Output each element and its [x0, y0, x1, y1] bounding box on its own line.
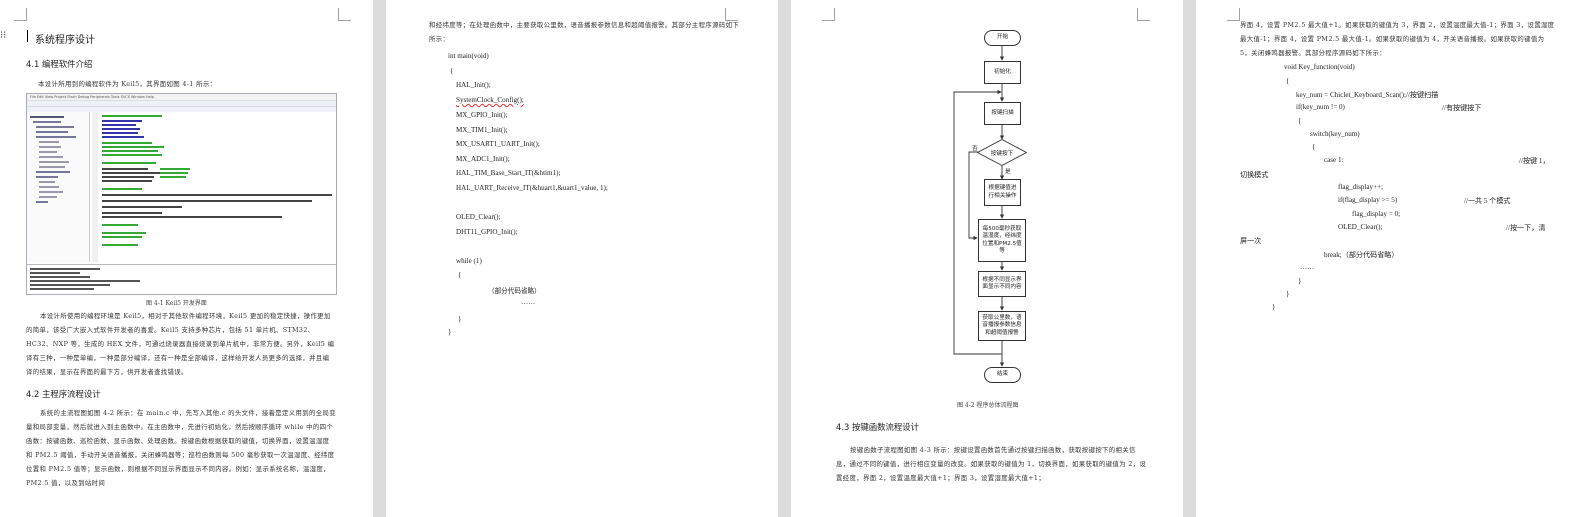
flow-display: 根据不同显示界面显示不同内容 — [978, 271, 1026, 297]
code-line: SystemClock_Config(); — [456, 96, 524, 104]
code-line: HAL_UART_Receive_IT(&huart1,&uart1_value… — [456, 184, 608, 192]
page-gap — [778, 0, 791, 517]
code-line: flag_display = 0; — [1352, 210, 1401, 218]
code-line: MX_TIM1_Init(); — [456, 126, 508, 134]
crop-mark — [1137, 8, 1150, 21]
code-line: …… — [1300, 263, 1315, 271]
figure-4-1-caption: 图 4-1 Keil5 开发界面 — [146, 300, 207, 307]
code-line: key_num = Chiclet_Keyboard_Scan();//按键扫描 — [1296, 91, 1439, 99]
flow-decision-label: 按键按下 — [990, 151, 1014, 157]
keil-project-tree — [27, 112, 90, 262]
flow-get-data: 每500毫秒获取温湿度，经纬度位置和PM2.5值等 — [978, 219, 1026, 262]
code-line: while (1) — [456, 257, 482, 265]
paragraph-keil5: 本设计所使用的编程环境是 Keil5，相对于其他软件编程环境，Keil5 更加的… — [26, 312, 335, 376]
crop-mark — [338, 8, 351, 21]
crop-mark — [822, 8, 835, 21]
code-line: } — [1286, 290, 1290, 298]
code-line: DHT11_GPIO_Init(); — [456, 228, 518, 236]
keil-build-output — [27, 264, 336, 294]
figure-4-2-caption: 图 4-2 程序总体流程图 — [957, 402, 1019, 409]
code-comment: //按一下，清 — [1506, 224, 1546, 232]
flow-no-label: 否 — [972, 146, 978, 152]
code-line: { — [1312, 143, 1316, 151]
code-line: { — [1286, 77, 1290, 85]
keil-menu-bar: File Edit View Project Flash Debug Perip… — [27, 94, 336, 101]
code-comment: //一共 5 个模式 — [1464, 197, 1511, 205]
crop-mark — [725, 8, 738, 21]
document-page-1: ⁝⁝ 系统程序设计 4.1 编程软件介绍 本设计所用到的编程软件为 Keil5，… — [0, 0, 373, 517]
code-line: HAL_Init(); — [456, 81, 491, 89]
paragraph-key-function: 按键函数子流程图如图 4-3 所示：按键设置函数首先通过按键扫描函数，获取按键按… — [836, 446, 1147, 482]
code-line: } — [448, 328, 452, 336]
page-gap — [1183, 0, 1196, 517]
flow-process: 获取公里数，语音播报参数信息和超阈值报警 — [978, 311, 1026, 341]
flow-start: 开始 — [984, 30, 1021, 46]
document-page-4: 界面 4，设置 PM2.5 最大值+1。如果获取的键值为 3，界面 2，设置温度… — [1196, 0, 1573, 517]
page4-intro: 界面 4，设置 PM2.5 最大值+1。如果获取的键值为 3，界面 2，设置温度… — [1240, 21, 1555, 57]
code-line: flag_display++; — [1338, 183, 1384, 191]
code-line: OLED_Clear(); — [456, 213, 501, 221]
document-page-2: 和经纬度等；在处理函数中，主要获取公里数，语音播报参数信息和超阈值报警。其部分主… — [386, 0, 778, 517]
flow-yes-label: 是 — [1005, 169, 1011, 175]
code-comment: //按键 1， — [1519, 157, 1550, 165]
code-line: MX_GPIO_Init(); — [456, 111, 508, 119]
page2-intro: 和经纬度等；在处理函数中，主要获取公里数，语音播报参数信息和超阈值报警。其部分主… — [429, 21, 740, 43]
code-line: MX_ADC1_Init(); — [456, 155, 510, 163]
chapter-title: 系统程序设计 — [35, 35, 95, 46]
section-4-1-title: 4.1 编程软件介绍 — [26, 59, 93, 69]
code-line: case 1: — [1324, 156, 1344, 164]
code-line: HAL_TIM_Base_Start_IT(&htim1); — [456, 169, 561, 177]
page-gap — [373, 0, 386, 517]
crop-mark — [1227, 8, 1240, 21]
code-comment: //有按键按下 — [1442, 104, 1482, 112]
code-comment-wrap: 切换模式 — [1240, 171, 1269, 179]
code-line: switch(key_num) — [1310, 130, 1360, 138]
code-line: { — [458, 271, 462, 279]
keil-toolbar — [27, 101, 336, 107]
flow-decision — [977, 139, 1027, 166]
section-4-1-intro: 本设计所用到的编程软件为 Keil5，其界面如图 4-1 所示： — [38, 80, 217, 88]
keil-code-editor — [90, 112, 336, 262]
code-line: } — [458, 315, 462, 323]
code-line: { — [1298, 117, 1302, 125]
keil5-screenshot: File Edit View Project Flash Debug Perip… — [26, 93, 337, 295]
code-line: if(key_num != 0) — [1296, 103, 1345, 111]
code-line: { — [450, 67, 454, 75]
code-line: } — [1272, 303, 1276, 311]
paragraph-main-flow: 系统的主流程图如图 4-2 所示：在 main.c 中，先写入其他.c 的头文件… — [26, 409, 336, 487]
flow-end: 结束 — [984, 367, 1021, 383]
flow-key-operation: 根据键值进行相关操作 — [984, 179, 1021, 206]
code-line: if(flag_display >= 5) — [1338, 196, 1398, 204]
section-4-3-title: 4.3 按键函数流程设计 — [836, 422, 919, 432]
document-page-3: 开始 初始化 按键扫描 按键按下 是 否 根据键值进行相关操作 每500毫秒获取… — [791, 0, 1183, 517]
list-handle-icon[interactable]: ⁝⁝ — [0, 30, 7, 41]
flowchart-connectors — [953, 46, 1005, 367]
code-line: （部分代码省略） — [488, 288, 541, 295]
code-line: …… — [521, 298, 536, 306]
crop-mark — [14, 8, 27, 21]
code-line: } — [1298, 277, 1302, 285]
flow-key-scan: 按键扫描 — [984, 102, 1021, 125]
code-line: int main(void) — [448, 52, 489, 60]
flow-init: 初始化 — [984, 61, 1021, 84]
text-cursor — [27, 30, 28, 42]
code-function-signature: void Key_function(void) — [1284, 63, 1355, 71]
code-line: OLED_Clear(); — [1338, 223, 1383, 231]
code-line: break;（部分代码省略） — [1324, 251, 1399, 259]
section-4-2-title: 4.2 主程序流程设计 — [26, 389, 101, 399]
code-comment-wrap: 屏一次 — [1240, 237, 1262, 245]
code-line: MX_USART1_UART_Init(); — [456, 140, 540, 148]
